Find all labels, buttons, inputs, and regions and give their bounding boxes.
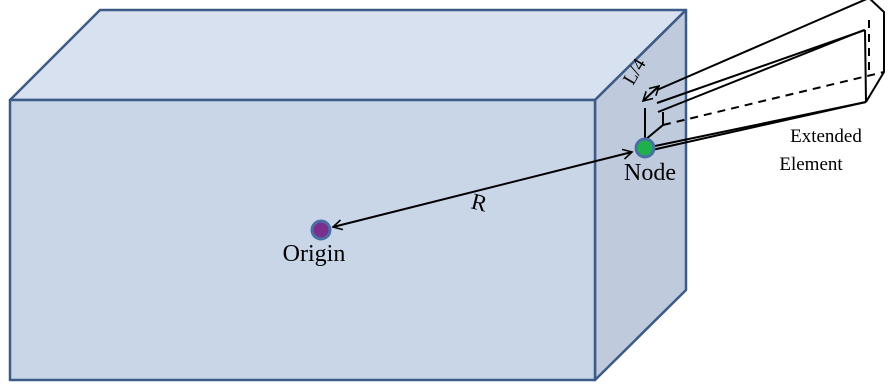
box-top-face xyxy=(8,8,688,102)
node-point: Node xyxy=(624,137,676,186)
origin-label: Origin xyxy=(283,241,346,267)
extended-element-label: Extended Element xyxy=(779,126,862,175)
node-label: Node xyxy=(624,160,676,186)
origin-dot xyxy=(310,219,332,241)
extended-label-line-2: Element xyxy=(779,154,843,175)
extended-element-end-vertical xyxy=(864,29,867,103)
node-to-element-line xyxy=(654,101,867,147)
extended-element-mid-edge xyxy=(657,29,865,113)
extended-label-line-1: Extended xyxy=(790,126,862,147)
node-dot xyxy=(634,137,656,159)
extended-element-far-right-edge xyxy=(865,0,885,103)
extended-element-hidden-edge-bottom xyxy=(662,71,885,126)
box-front-face xyxy=(8,98,597,382)
extended-element-top-edge xyxy=(656,0,867,91)
extended-element-small-tick xyxy=(644,124,664,141)
box xyxy=(8,8,688,382)
r-arrow xyxy=(331,148,634,231)
r-vector: R xyxy=(331,148,634,231)
l4-dimension-arrow xyxy=(641,84,661,103)
origin-point: Origin xyxy=(283,219,346,267)
r-label: R xyxy=(469,189,491,217)
extended-element-upper-edge xyxy=(656,29,866,104)
extended-element xyxy=(644,0,885,151)
